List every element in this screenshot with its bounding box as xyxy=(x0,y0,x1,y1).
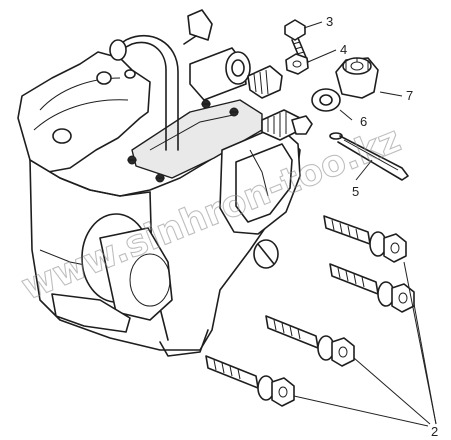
callout-4: 4 xyxy=(340,42,347,57)
callout-6: 6 xyxy=(360,114,367,129)
housing xyxy=(17,9,313,357)
washer-6 xyxy=(311,88,341,112)
callout-3: 3 xyxy=(326,14,333,29)
nut-4 xyxy=(285,53,309,75)
bolt-2b xyxy=(329,263,415,313)
screw-3 xyxy=(284,19,309,65)
callout-2: 2 xyxy=(431,424,438,439)
leader-lines xyxy=(293,21,437,427)
bolt-2c xyxy=(265,315,355,367)
bolt-2a xyxy=(323,215,407,263)
cotter-pin-5 xyxy=(329,132,409,181)
callout-5: 5 xyxy=(352,184,359,199)
bolt-2d xyxy=(205,355,295,407)
castle-nut-7 xyxy=(335,57,379,99)
callout-7: 7 xyxy=(406,88,413,103)
